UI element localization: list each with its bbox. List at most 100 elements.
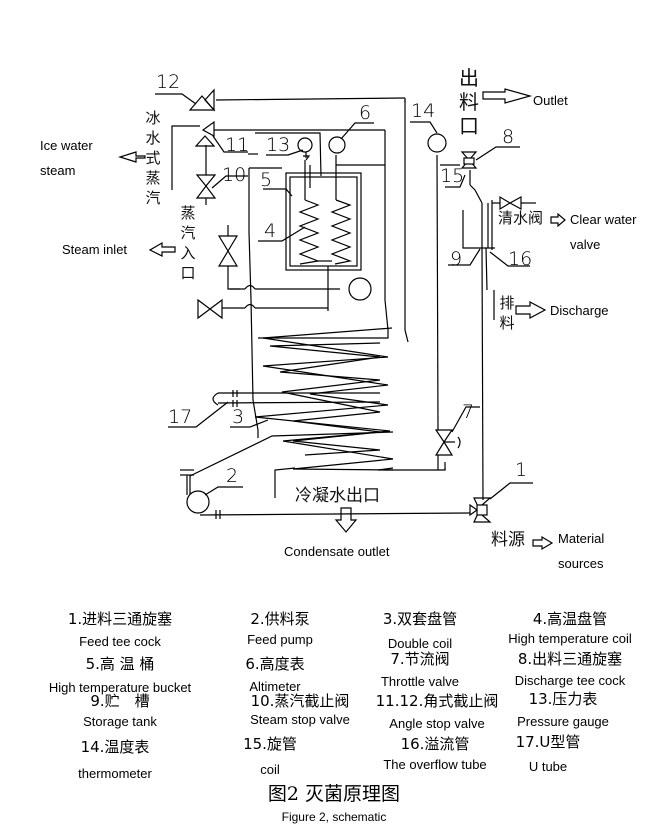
- legend-item-5: 5.高 温 桶 High temperature bucket: [25, 655, 215, 695]
- altimeter-6: [328, 136, 346, 154]
- legend-cn: 7.节流阀: [390, 650, 450, 668]
- legend-cn: 1.进料三通旋塞: [67, 610, 173, 628]
- label-17: 17: [168, 406, 193, 428]
- arrow-steam-inlet: [148, 241, 176, 257]
- legend-item-9: 9.贮 槽 Storage tank: [65, 692, 175, 729]
- material-sources-cn: 料源: [491, 530, 525, 550]
- drain-valve: [197, 298, 223, 320]
- label-13: 13: [266, 134, 291, 156]
- legend-cn: 6.高度表: [245, 655, 305, 673]
- legend-cn: 14.温度表: [80, 738, 150, 756]
- clear-water-valve-cn: 清水阀: [498, 209, 544, 227]
- material-sources-en-1: Material: [558, 531, 605, 546]
- ice-water-steam-en-1: Ice water: [40, 138, 93, 153]
- legend-cn: 10.蒸汽截止阀: [250, 692, 350, 710]
- legend-cn: 13.压力表: [528, 690, 598, 708]
- legend-item-14: 14.温度表 thermometer: [60, 738, 170, 781]
- legend-cn: 15.旋管: [243, 735, 297, 753]
- legend-cn: 8.出料三通旋塞: [517, 650, 623, 668]
- legend-en: High temperature bucket: [48, 680, 192, 695]
- label-11: 11: [225, 134, 250, 156]
- arrow-ice-water-steam: [117, 151, 146, 163]
- arrow-outlet: [482, 88, 533, 104]
- label-9: 9: [450, 248, 463, 270]
- condensate-outlet-en: Condensate outlet: [284, 544, 390, 559]
- legend-cn: 3.双套盘管: [382, 610, 458, 628]
- arrow-condensate: [334, 507, 358, 533]
- material-sources-en-2: sources: [558, 556, 604, 571]
- label-12: 12: [156, 71, 181, 93]
- legend-cn: 4.高温盘管: [532, 610, 608, 628]
- legend-item-6: 6.高度表 Altimeter: [235, 655, 315, 694]
- gauge-circle-lower: [348, 277, 372, 301]
- leader-lines: [155, 93, 533, 500]
- high-temp-coil-left: [298, 199, 321, 265]
- legend-en: High temperature coil: [508, 631, 632, 646]
- legend-cn: 17.U型管: [515, 733, 581, 751]
- arrow-material: [532, 535, 554, 551]
- sterilization-schematic: [117, 88, 566, 551]
- legend-item-15: 15.旋管 coil: [235, 735, 305, 777]
- condensate-outlet-cn: 冷凝水出口: [295, 486, 380, 506]
- label-8: 8: [502, 126, 515, 148]
- label-1: 1: [515, 459, 528, 481]
- legend-en: Storage tank: [83, 714, 157, 729]
- legend-en: Feed tee cock: [79, 634, 161, 649]
- legend-item-11-12: 11.12.角式截止阀 Angle stop valve: [362, 692, 512, 731]
- label-6: 6: [359, 102, 372, 124]
- legend-en: Altimeter: [249, 679, 301, 694]
- label-7: 7: [462, 401, 475, 423]
- legend-en: Discharge tee cock: [514, 673, 626, 688]
- steam-inlet-valve: [217, 235, 239, 267]
- discharge-tee-cock-8: [460, 151, 478, 169]
- label-15: 15: [440, 165, 465, 187]
- clear-water-valve-en-2: valve: [570, 237, 601, 252]
- outlet-en: Outlet: [533, 93, 568, 108]
- label-5: 5: [260, 169, 273, 191]
- label-14: 14: [411, 100, 436, 122]
- legend-item-7: 7.节流阀 Throttle valve: [365, 650, 475, 689]
- legend-en: Feed pump: [247, 632, 313, 647]
- legend-item-2: 2.供料泵 Feed pump: [235, 610, 325, 647]
- legend-en: Angle stop valve: [389, 716, 485, 731]
- angle-stop-valve-11: [194, 120, 216, 147]
- double-coil: [254, 327, 394, 471]
- legend-cn: 2.供料泵: [250, 610, 310, 628]
- pipe-network: [171, 97, 536, 516]
- high-temperature-bucket: [285, 172, 362, 271]
- discharge-en: Discharge: [550, 303, 609, 318]
- legend-item-3: 3.双套盘管 Double coil: [365, 610, 475, 651]
- legend-cn: 5.高 温 桶: [85, 655, 155, 673]
- steam-inlet-cn: 蒸汽入口: [180, 204, 196, 282]
- legend-cn: 11.12.角式截止阀: [375, 692, 499, 710]
- legend-en: Double coil: [387, 636, 453, 651]
- legend-cn: 16.溢流管: [400, 735, 470, 753]
- legend-item-17: 17.U型管 U tube: [508, 733, 588, 774]
- steam-stop-valve-10: [195, 174, 217, 199]
- legend-item-4: 4.高温盘管 High temperature coil: [500, 610, 640, 646]
- arrow-discharge: [515, 301, 547, 319]
- clear-water-valve: [499, 195, 522, 211]
- label-2: 2: [226, 465, 239, 487]
- feed-tee-cock-1: [469, 497, 492, 523]
- label-10: 10: [222, 164, 247, 186]
- legend-en: coil: [260, 762, 280, 777]
- throttle-valve-7: [434, 429, 461, 456]
- legend-en: Pressure gauge: [517, 714, 609, 729]
- clear-water-valve-en-1: Clear water: [570, 212, 637, 227]
- discharge-cn: 排料: [499, 294, 515, 332]
- angle-stop-valve-12: [188, 88, 216, 112]
- steam-inlet-en: Steam inlet: [62, 242, 128, 257]
- thermometer-14: [427, 133, 447, 153]
- legend-cn: 9.贮 槽: [90, 692, 150, 710]
- ice-water-steam-cn: 冰水式蒸汽: [145, 109, 161, 207]
- feed-pump-2: [186, 490, 210, 514]
- legend-item-10: 10.蒸汽截止阀 Steam stop valve: [235, 692, 365, 727]
- legend-en: U tube: [528, 759, 568, 774]
- label-3: 3: [232, 406, 245, 428]
- legend-item-13: 13.压力表 Pressure gauge: [508, 690, 618, 729]
- pressure-gauge-13: [297, 137, 313, 153]
- high-temp-coil-right: [330, 199, 353, 265]
- legend-en: thermometer: [78, 766, 152, 781]
- figure-title-cn: 图2 灭菌原理图: [267, 783, 401, 805]
